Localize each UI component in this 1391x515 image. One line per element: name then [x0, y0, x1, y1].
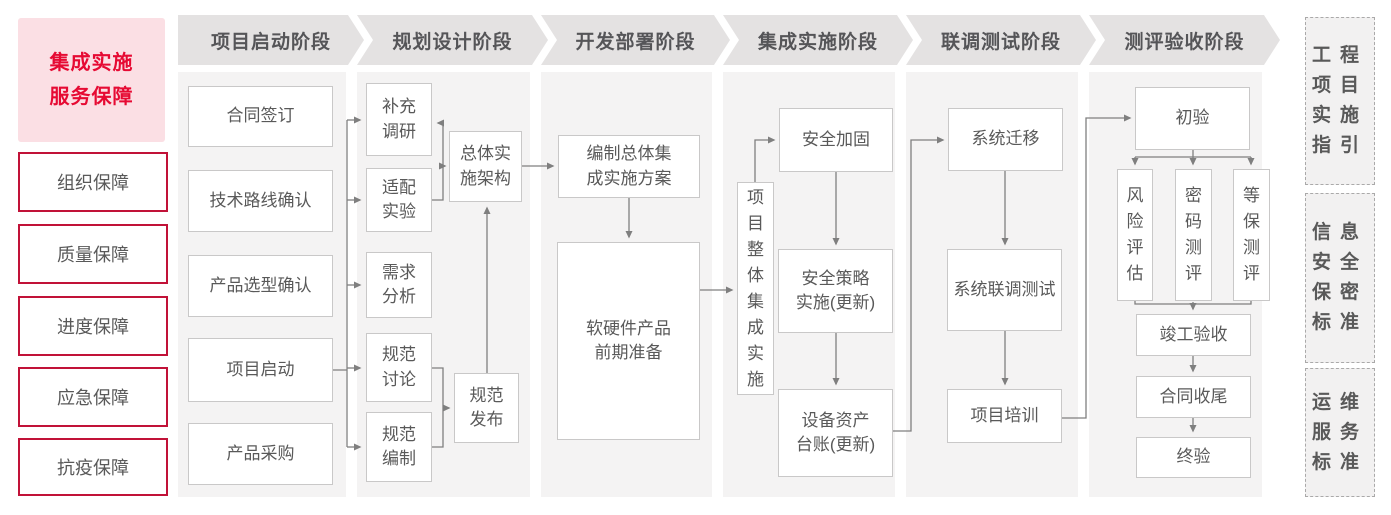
- node-label: 适配实验: [382, 177, 416, 221]
- node-label: 编制总体集成实施方案: [586, 144, 672, 188]
- node-label: 项目启动: [226, 359, 295, 379]
- node-requirement-analysis: 需求分析: [366, 252, 432, 318]
- node-label: 产品选型确认: [209, 275, 312, 295]
- guarantee-label: 进度保障: [57, 317, 129, 337]
- phase-header-integration-implementation: 集成实施阶段: [723, 15, 913, 65]
- phase-header-label: 集成实施阶段: [757, 31, 878, 53]
- phase-header-label: 测评验收阶段: [1124, 31, 1245, 53]
- node-label: 安全策略实施(更新): [795, 268, 876, 312]
- guarantee-label: 应急保障: [57, 388, 129, 408]
- phase-header-label: 项目启动阶段: [210, 31, 331, 53]
- node-spec-discussion: 规范讨论: [366, 333, 432, 402]
- phase-header-development-deployment: 开发部署阶段: [541, 15, 730, 65]
- node-project-kickoff: 项目启动: [188, 338, 333, 402]
- guarantee-label: 质量保障: [57, 245, 129, 265]
- node-label: 竣工验收: [1159, 324, 1228, 344]
- phase-header-label: 联调测试阶段: [940, 31, 1061, 53]
- node-hw-sw-preparation: 软硬件产品前期准备: [557, 242, 700, 440]
- standard-project-implementation-guide: 工程项目实施指引: [1305, 17, 1375, 185]
- guarantee-emergency: 应急保障: [18, 367, 168, 427]
- node-label: 系统迁移: [971, 129, 1040, 149]
- standard-om-service: 运维服务标准: [1305, 368, 1375, 497]
- standard-label: 信息安全保密标准: [1311, 222, 1368, 333]
- node-security-policy-implementation: 安全策略实施(更新): [778, 249, 893, 333]
- node-label: 规范编制: [382, 424, 416, 468]
- phase-header-planning-design: 规划设计阶段: [357, 15, 548, 65]
- guarantee-label: 抗疫保障: [57, 458, 129, 478]
- node-label: 产品采购: [226, 443, 295, 463]
- node-final-acceptance: 终验: [1136, 437, 1251, 478]
- node-classified-protection-evaluation: 等保测评: [1233, 169, 1270, 301]
- standard-info-security-confidentiality: 信息安全保密标准: [1305, 193, 1375, 363]
- node-label: 需求分析: [382, 262, 416, 306]
- node-label: 总体实施架构: [460, 144, 511, 188]
- phase-header-joint-debugging-test: 联调测试阶段: [906, 15, 1096, 65]
- node-system-migration: 系统迁移: [948, 108, 1063, 171]
- node-security-hardening: 安全加固: [779, 108, 893, 172]
- node-contract-closure: 合同收尾: [1136, 376, 1251, 418]
- node-label: 系统联调测试: [953, 279, 1056, 299]
- node-product-procurement: 产品采购: [188, 423, 333, 485]
- phase-header-evaluation-acceptance: 测评验收阶段: [1089, 15, 1280, 65]
- node-label: 补充调研: [382, 97, 416, 141]
- node-spec-compilation: 规范编制: [366, 412, 432, 482]
- guarantee-label: 组织保障: [57, 173, 129, 193]
- node-label: 安全加固: [802, 129, 870, 149]
- node-label: 合同收尾: [1159, 386, 1228, 406]
- node-label: 规范讨论: [382, 345, 416, 389]
- node-label: 项目培训: [970, 405, 1039, 425]
- node-overall-integration-implementation: 项目整体集成实施: [737, 182, 774, 395]
- phase-header-label: 开发部署阶段: [575, 31, 696, 53]
- guarantee-anti-epidemic: 抗疫保障: [18, 438, 168, 496]
- node-label: 初验: [1175, 108, 1210, 128]
- node-label: 合同签订: [226, 106, 295, 126]
- standard-label: 运维服务标准: [1311, 391, 1368, 473]
- node-contract-signing: 合同签订: [188, 86, 333, 147]
- node-overall-integration-plan: 编制总体集成实施方案: [558, 135, 700, 198]
- node-asset-ledger-update: 设备资产台账(更新): [778, 389, 893, 477]
- node-spec-release: 规范发布: [454, 373, 519, 443]
- node-adaptation-test: 适配实验: [366, 168, 432, 232]
- phase-header-label: 规划设计阶段: [392, 31, 513, 53]
- node-completion-acceptance: 竣工验收: [1136, 314, 1251, 356]
- node-product-selection-confirm: 产品选型确认: [188, 255, 333, 317]
- standard-label: 工程项目实施指引: [1311, 45, 1368, 156]
- node-label: 设备资产台账(更新): [795, 410, 876, 454]
- node-label: 项目整体集成实施: [747, 187, 764, 389]
- node-label: 软硬件产品前期准备: [586, 318, 671, 362]
- node-tech-route-confirm: 技术路线确认: [188, 170, 333, 232]
- node-label: 技术路线确认: [209, 190, 312, 210]
- node-label: 终验: [1176, 447, 1211, 467]
- diagram-title: 集成实施服务保障: [18, 18, 165, 142]
- guarantee-quality: 质量保障: [18, 224, 168, 284]
- phase-header-project-kickoff: 项目启动阶段: [178, 15, 364, 65]
- node-crypto-evaluation: 密码测评: [1175, 169, 1212, 301]
- node-supplementary-research: 补充调研: [366, 83, 432, 156]
- node-label: 风险评估: [1126, 186, 1144, 283]
- diagram-title-label: 集成实施服务保障: [49, 52, 134, 108]
- guarantee-organization: 组织保障: [18, 152, 168, 212]
- node-label: 等保测评: [1243, 186, 1260, 283]
- node-label: 规范发布: [469, 385, 504, 429]
- node-risk-assessment: 风险评估: [1117, 169, 1153, 301]
- node-system-joint-debugging-test: 系统联调测试: [947, 249, 1062, 331]
- node-overall-implementation-architecture: 总体实施架构: [449, 131, 522, 202]
- node-initial-acceptance: 初验: [1135, 87, 1250, 150]
- node-label: 密码测评: [1185, 186, 1202, 283]
- node-project-training: 项目培训: [947, 389, 1062, 443]
- guarantee-schedule: 进度保障: [18, 296, 168, 356]
